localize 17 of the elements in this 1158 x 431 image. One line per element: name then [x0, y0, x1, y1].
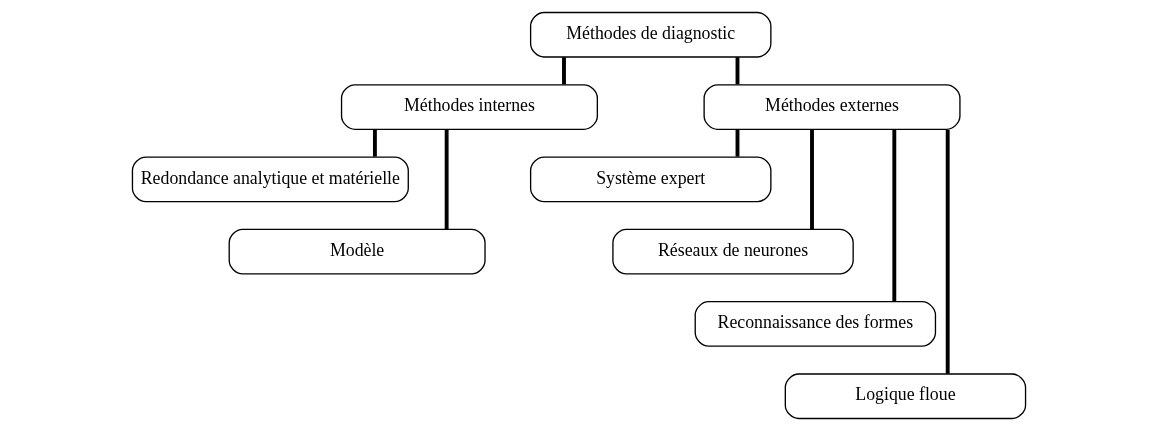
node-box: Modèle [228, 228, 486, 275]
node-box: Système expert [529, 156, 772, 203]
node-box: Réseaux de neurones [612, 228, 854, 275]
node-box: Logique floue [784, 373, 1027, 420]
connector [810, 129, 814, 230]
connector [892, 129, 897, 302]
connector [735, 129, 740, 157]
node-box: Méthodes internes [340, 84, 598, 130]
node-box: Méthodes de diagnostic [529, 11, 772, 58]
connector [562, 57, 566, 85]
connector [444, 129, 449, 230]
node-box: Méthodes externes [703, 84, 961, 130]
connector [372, 129, 377, 157]
node-box: Redondance analytique et matérielle [131, 156, 409, 203]
node-box: Reconnaissance des formes [694, 301, 937, 347]
connector [735, 57, 740, 85]
connector [945, 129, 950, 374]
